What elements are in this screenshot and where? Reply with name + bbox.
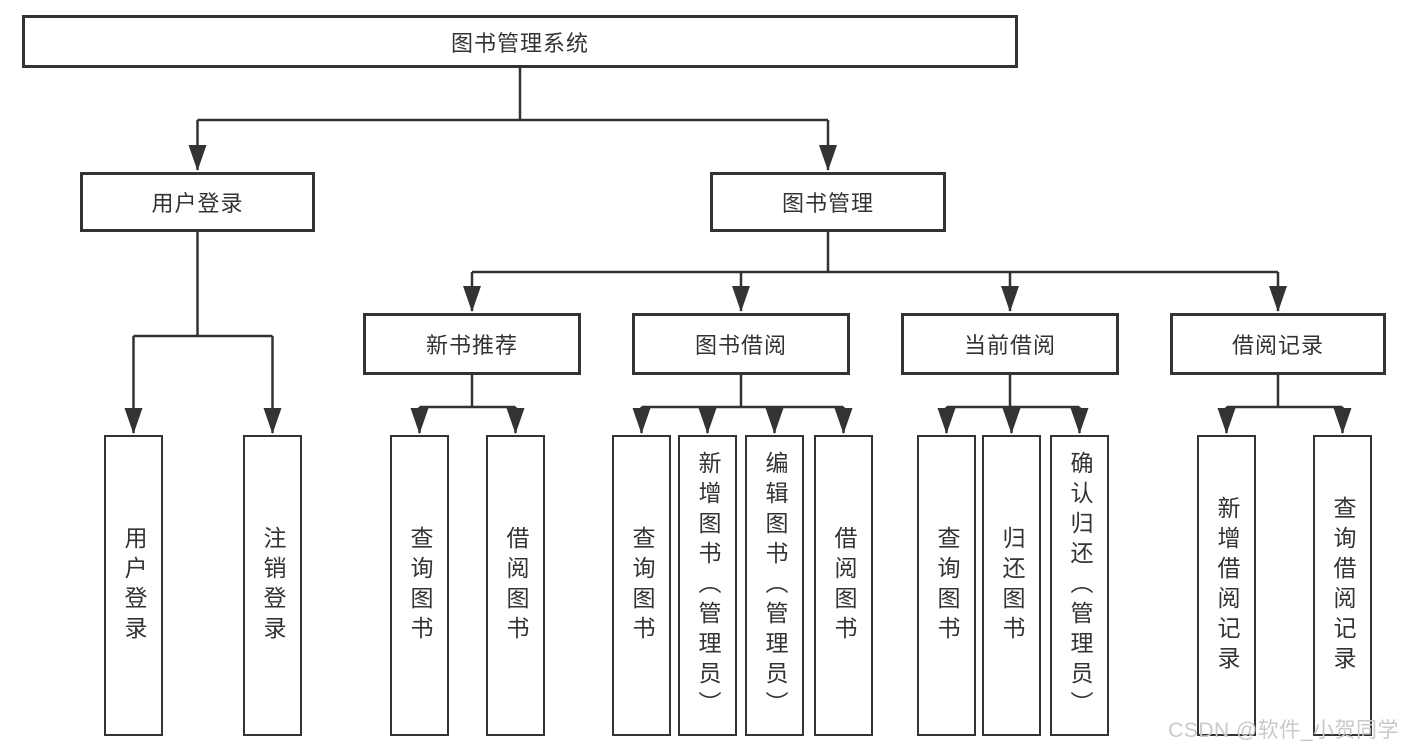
leaf-borrow-books-recommend: 借阅图书 [486,435,545,736]
leaf-return-books: 归还图书 [982,435,1041,736]
leaf-query-borrow-record: 查询借阅记录 [1313,435,1372,736]
leaf-logout: 注销登录 [243,435,302,736]
leaf-add-books-admin: 新增图书（管理员） [678,435,737,736]
node-user-login: 用户登录 [80,172,315,232]
node-current-borrow: 当前借阅 [901,313,1119,375]
leaf-query-books-borrow: 查询图书 [612,435,671,736]
node-library-system: 图书管理系统 [22,15,1018,68]
leaf-edit-books-admin: 编辑图书（管理员） [745,435,804,736]
leaf-add-borrow-record: 新增借阅记录 [1197,435,1256,736]
leaf-query-books-current: 查询图书 [917,435,976,736]
node-book-management: 图书管理 [710,172,946,232]
leaf-user-login: 用户登录 [104,435,163,736]
node-borrow-records: 借阅记录 [1170,313,1386,375]
node-new-book-recommend: 新书推荐 [363,313,581,375]
leaf-query-books-recommend: 查询图书 [390,435,449,736]
csdn-watermark: CSDN @软件_小贺同学 [1168,719,1399,742]
leaf-borrow-books: 借阅图书 [814,435,873,736]
leaf-confirm-return-admin: 确认归还（管理员） [1050,435,1109,736]
node-book-borrow: 图书借阅 [632,313,850,375]
